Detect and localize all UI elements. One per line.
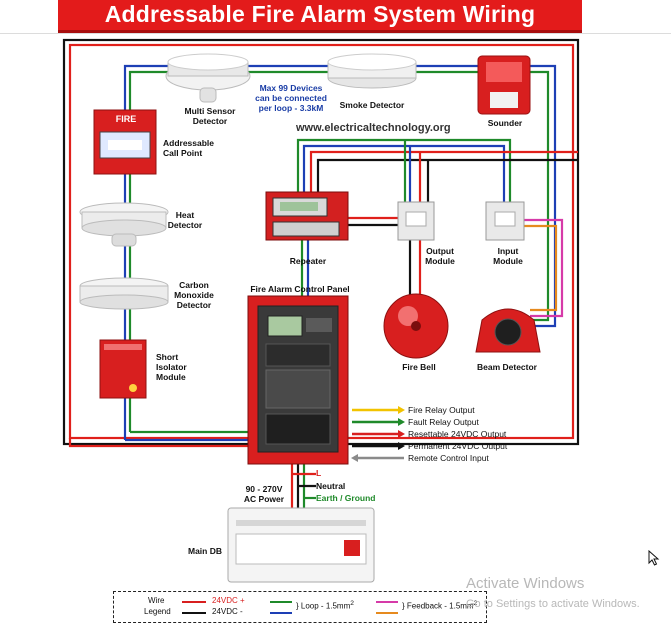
heat-detector-icon (79, 202, 169, 247)
fault-relay-output-label: Fault Relay Output (408, 417, 479, 427)
resettable-24vdc-label: Resettable 24VDC Output (408, 429, 507, 439)
top-divider (0, 33, 671, 34)
legend-orange-swatch (376, 612, 398, 614)
mouse-cursor-icon (648, 550, 660, 566)
output-module-icon (397, 201, 435, 241)
legend-title-2: Legend (144, 607, 171, 616)
page-title: Addressable Fire Alarm System Wiring (104, 1, 536, 27)
control-panel-label: Fire Alarm Control Panel (250, 284, 350, 294)
fire-relay-output-label: Fire Relay Output (408, 405, 475, 415)
activate-windows-hint: Go to Settings to activate Windows. (466, 598, 640, 610)
legend-green-swatch (270, 601, 292, 603)
input-module-icon (485, 201, 525, 241)
call-point-face-label: FIRE (115, 114, 137, 124)
panel-red-return (68, 438, 248, 448)
sounder-icon (477, 55, 531, 115)
loop-green-wire (128, 70, 550, 432)
legend-blue-swatch (270, 612, 292, 614)
fire-bell-label: Fire Bell (402, 362, 436, 372)
sounder-label: Sounder (487, 118, 523, 128)
loop-blue-wire (123, 64, 557, 440)
website-url: www.electricaltechnology.org (296, 122, 451, 134)
main-db-icon (227, 507, 375, 583)
repeater-icon (265, 191, 349, 241)
legend-negative-label: 24VDC - (212, 607, 243, 616)
legend-title-1: Wire (148, 596, 165, 605)
title-banner: Addressable Fire Alarm System Wiring (58, 0, 582, 33)
smoke-detector-label: Smoke Detector (339, 100, 405, 110)
legend-loop-label: } Loop - 1.5mm2 (296, 600, 354, 611)
multi-sensor-icon (165, 53, 251, 103)
fire-bell-icon (383, 293, 449, 359)
wire-legend: Wire Legend 24VDC + 24VDC - } Loop - 1.5… (113, 591, 487, 623)
co-detector-icon (79, 277, 169, 310)
legend-black-swatch (182, 612, 206, 614)
remote-control-input-label: Remote Control Input (408, 453, 489, 463)
legend-pink-swatch (376, 601, 398, 603)
earth-line-label: Earth / Ground (316, 493, 376, 503)
control-panel-icon (247, 295, 349, 465)
legend-feedback-label: } Feedback - 1.5mm2 (402, 600, 478, 611)
permanent-24vdc-label: Permanent 24VDC Output (408, 441, 508, 451)
smoke-detector-icon (327, 53, 417, 89)
activate-windows-title: Activate Windows (466, 575, 585, 592)
live-line-label: L (316, 468, 322, 478)
repeater-label: Repeater (289, 256, 327, 266)
main-db-label: Main DB (188, 546, 222, 556)
beam-detector-label: Beam Detector (477, 362, 537, 372)
module-bus-red (309, 150, 578, 192)
beam-detector-icon (475, 308, 541, 353)
call-point-icon (93, 109, 157, 175)
neutral-line-label: Neutral (316, 481, 346, 491)
isolator-module-icon (99, 339, 147, 399)
legend-red-swatch (182, 601, 206, 603)
legend-positive-label: 24VDC + (212, 596, 245, 605)
module-bus-black (316, 158, 578, 192)
